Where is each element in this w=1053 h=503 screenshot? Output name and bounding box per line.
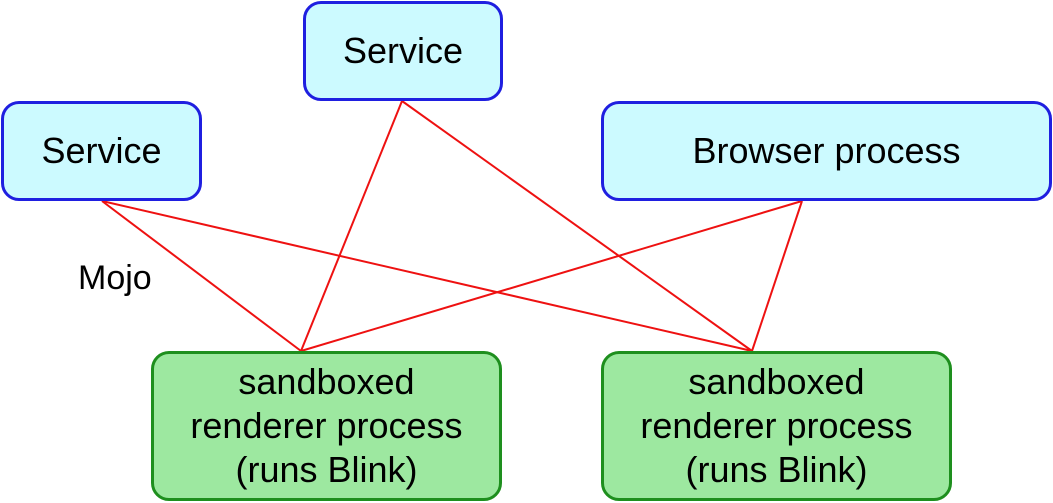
browser-process-label: Browser process (692, 130, 961, 171)
edge-browser-to-renderer-left (300, 200, 803, 352)
mojo-edge-label: Mojo (78, 259, 152, 297)
renderer-node-left-label: sandboxed renderer process (runs Blink) (190, 360, 462, 492)
browser-process-node: Browser process (601, 101, 1052, 201)
renderer-right-line-3: (runs Blink) (685, 449, 868, 490)
edge-service-top-to-renderer-left (300, 100, 403, 352)
renderer-node-right-label: sandboxed renderer process (runs Blink) (640, 360, 912, 492)
service-node-top: Service (303, 1, 503, 101)
edge-browser-to-renderer-right (751, 200, 803, 352)
renderer-right-line-1: sandboxed (688, 361, 865, 402)
edge-service-top-to-renderer-right (401, 100, 753, 352)
renderer-right-line-2: renderer process (640, 405, 913, 446)
service-node-left-label: Service (41, 130, 162, 171)
renderer-left-line-3: (runs Blink) (235, 449, 418, 490)
renderer-left-line-1: sandboxed (238, 361, 415, 402)
service-node-top-label: Service (342, 30, 464, 71)
renderer-node-left: sandboxed renderer process (runs Blink) (151, 351, 502, 501)
edge-service-left-to-renderer-left (101, 200, 302, 352)
renderer-node-right: sandboxed renderer process (runs Blink) (601, 351, 952, 501)
service-node-left: Service (1, 101, 202, 201)
edge-service-left-to-renderer-right (101, 200, 753, 352)
renderer-left-line-2: renderer process (190, 405, 463, 446)
